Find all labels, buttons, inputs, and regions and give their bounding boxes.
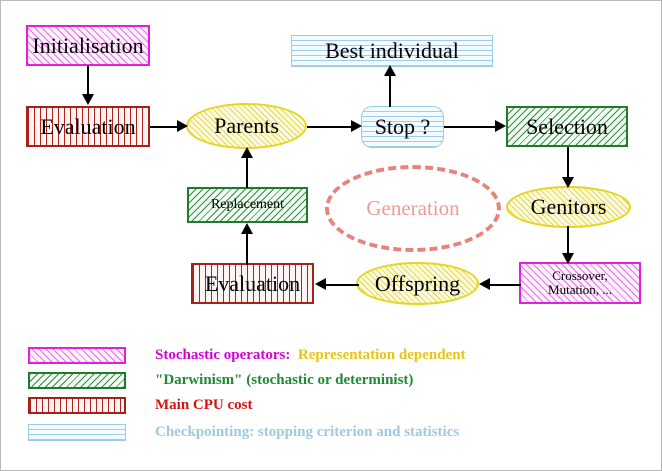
legend-text-checkpointing: Checkpointing: stopping criterion and st… [155, 424, 460, 440]
arrowhead-selection-to-genitors [562, 177, 574, 188]
legend-row-darwinism: "Darwinism" (stochastic or determinist) [28, 371, 413, 390]
legend-text-darwinism: "Darwinism" (stochastic or determinist) [155, 372, 414, 388]
edge-parents-to-stop [307, 126, 355, 128]
node-offspring[interactable]: Offspring [356, 262, 479, 305]
edge-evaluation-to-replacement [246, 229, 248, 265]
edge-selection-to-genitors [567, 147, 569, 181]
legend-label-stochastic: Stochastic operators: Representation dep… [155, 347, 466, 364]
node-evaluation-top[interactable]: Evaluation [26, 106, 150, 147]
edge-initialisation-to-evaluation [87, 66, 89, 95]
node-parents[interactable]: Parents [186, 103, 307, 149]
legend-text-main-cpu-cost: Main CPU cost [155, 397, 253, 413]
arrowhead-stop-to-selection [495, 120, 506, 132]
legend-swatch-main-cpu-cost [28, 397, 126, 414]
legend-swatch-darwinism [28, 372, 126, 389]
arrowhead-crossover-to-offspring [479, 278, 490, 290]
legend-row-checkpointing: Checkpointing: stopping criterion and st… [28, 423, 459, 442]
edge-crossover-to-offspring [485, 284, 521, 286]
edge-evaluation-to-parents [150, 126, 180, 128]
edge-stop-to-best-individual [389, 69, 391, 107]
edge-stop-to-selection [444, 126, 498, 128]
edge-genitors-to-crossover [567, 226, 569, 258]
arrowhead-stop-to-best-individual [384, 65, 396, 76]
legend-row-stochastic: Stochastic operators: Representation dep… [28, 346, 466, 365]
legend-row-main-cpu-cost: Main CPU cost [28, 396, 253, 415]
node-evaluation-bottom[interactable]: Evaluation [191, 263, 314, 304]
arrowhead-evaluation-to-parents [177, 120, 188, 132]
node-stop[interactable]: Stop ? [361, 106, 444, 148]
arrowhead-genitors-to-crossover [562, 253, 574, 264]
node-generation-ring: Generation [325, 165, 501, 252]
legend-swatch-stochastic-operators [28, 347, 126, 364]
arrowhead-initialisation-to-evaluation [82, 94, 94, 105]
legend-text-representation-dependent: Representation dependent [297, 347, 466, 363]
node-replacement[interactable]: Replacement [187, 187, 308, 223]
node-genitors[interactable]: Genitors [506, 186, 631, 228]
edge-replacement-to-parents [246, 156, 248, 188]
node-best-individual[interactable]: Best individual [291, 35, 493, 67]
arrowhead-offspring-to-evaluation [315, 278, 326, 290]
arrowhead-evaluation-to-replacement [241, 223, 253, 234]
node-crossover-mutation[interactable]: Crossover, Mutation, ... [519, 262, 641, 304]
node-selection[interactable]: Selection [506, 106, 628, 147]
edge-offspring-to-evaluation [323, 284, 359, 286]
arrowhead-replacement-to-parents [241, 147, 253, 158]
legend-text-stochastic-operators: Stochastic operators: [155, 347, 291, 363]
legend-swatch-checkpointing [28, 424, 126, 441]
node-initialisation[interactable]: Initialisation [26, 25, 150, 66]
arrowhead-parents-to-stop [351, 120, 362, 132]
